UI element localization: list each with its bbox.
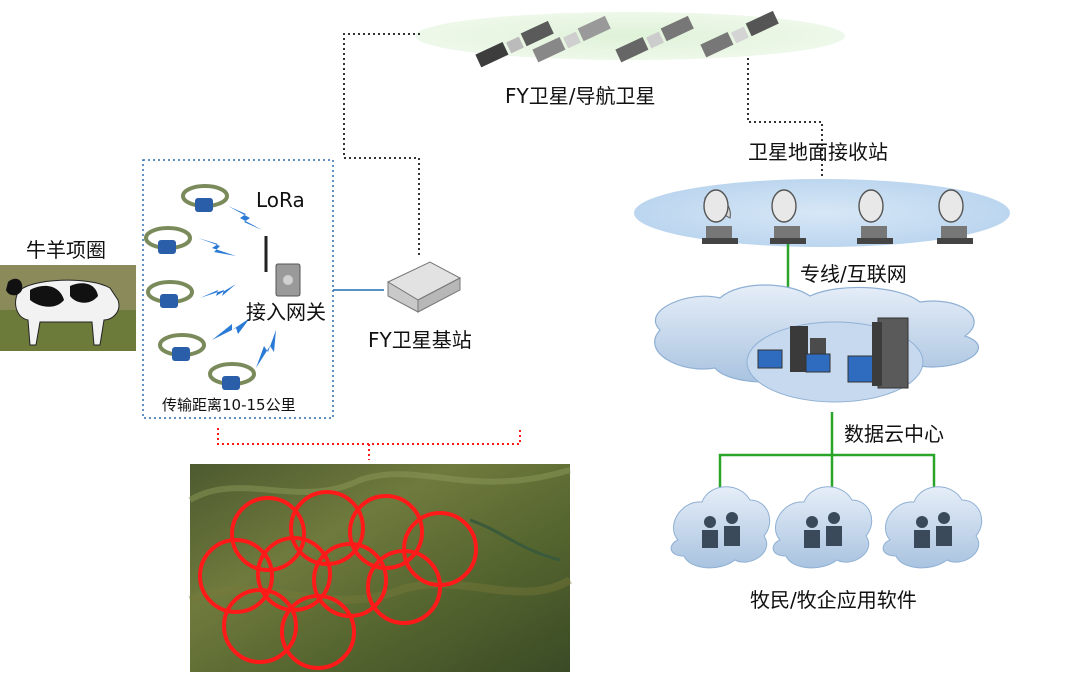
ground-station-label: 卫星地面接收站 xyxy=(748,140,888,164)
cattle-collar-label: 牛羊项圈 xyxy=(26,238,106,262)
satellite-dish-icon xyxy=(770,189,806,244)
satellite-icon xyxy=(532,15,611,63)
data-cloud-label: 数据云中心 xyxy=(844,422,944,446)
lightning-icon xyxy=(212,318,250,340)
collar-icon xyxy=(158,333,206,361)
collar-icon xyxy=(208,362,256,390)
satellite-icon xyxy=(700,10,779,58)
satellite-icon xyxy=(475,20,554,68)
collar-icon xyxy=(146,280,194,308)
data-cloud-icon xyxy=(654,284,979,403)
lora-network-box xyxy=(142,159,334,419)
lightning-icon xyxy=(200,284,236,298)
base-station-icon xyxy=(386,261,462,313)
lightning-icon xyxy=(228,206,262,230)
coverage-circles xyxy=(198,490,478,670)
herder-user-icon xyxy=(772,486,873,569)
lightning-icon xyxy=(198,238,236,256)
lightning-icon xyxy=(256,330,276,368)
access-gateway-label: 接入网关 xyxy=(246,300,326,324)
satellite-icon xyxy=(615,15,694,63)
herder-user-icon xyxy=(670,486,771,569)
satellite-label: FY卫星/导航卫星 xyxy=(505,84,656,108)
users-branch-links xyxy=(718,453,936,490)
lora-label: LoRa xyxy=(256,188,305,212)
herder-software-label: 牧民/牧企应用软件 xyxy=(750,588,917,612)
transmission-range-label: 传输距离10-15公里 xyxy=(162,396,296,414)
collar-icon xyxy=(181,184,229,212)
gateway-icon xyxy=(264,236,301,297)
satellite-dish-icon xyxy=(702,189,738,244)
satellite-dish-icon xyxy=(937,189,973,244)
collar-icon xyxy=(144,226,192,254)
coverage-bracket xyxy=(217,428,521,460)
satellite-dish-icon xyxy=(857,189,893,244)
satellite-to-ground-link xyxy=(747,58,823,176)
cow-image xyxy=(0,265,136,351)
satellite-to-base-link xyxy=(343,33,420,258)
herder-user-icon xyxy=(882,486,983,569)
dedicated-line-label: 专线/互联网 xyxy=(800,262,907,286)
base-station-label: FY卫星基站 xyxy=(368,328,472,352)
